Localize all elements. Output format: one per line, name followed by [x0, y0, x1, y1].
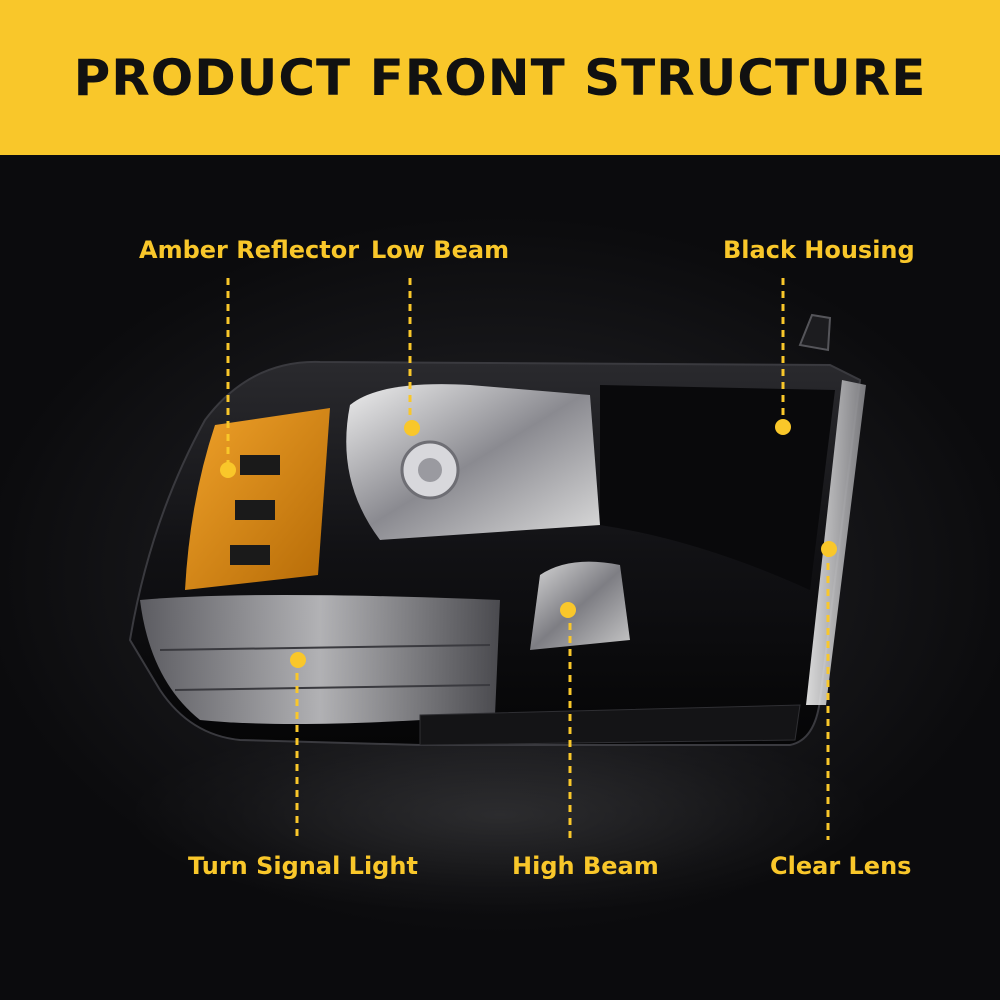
turn-lens-ridge-2 [174, 684, 491, 691]
label-amber-reflector: Amber Reflector [139, 236, 360, 264]
mounting-bracket [798, 313, 832, 352]
low-beam-dot [404, 420, 420, 436]
amber-reflector-dot [220, 462, 236, 478]
high-beam-reflector [530, 561, 630, 650]
title-banner: PRODUCT FRONT STRUCTURE [0, 0, 1000, 155]
floor-reflection [120, 715, 880, 915]
callout-lines [226, 278, 830, 840]
high-beam-dot [560, 602, 576, 618]
clear-lens-dot [821, 541, 837, 557]
clear-lens-strip [806, 380, 866, 705]
black-housing-dot [775, 419, 791, 435]
amber-notch-2 [235, 500, 275, 520]
low-beam-bulb-core [418, 458, 442, 482]
label-high-beam: High Beam [512, 852, 659, 880]
low-beam-reflector [346, 384, 600, 540]
turn-signal-dot [290, 652, 306, 668]
bottom-trim [419, 704, 801, 746]
page-title: PRODUCT FRONT STRUCTURE [73, 48, 927, 107]
label-low-beam: Low Beam [371, 236, 510, 264]
label-black-housing: Black Housing [723, 236, 915, 264]
label-turn-signal-light: Turn Signal Light [188, 852, 418, 880]
amber-reflector-shape [185, 408, 330, 590]
turn-signal-lens [140, 595, 500, 724]
label-clear-lens: Clear Lens [770, 852, 912, 880]
black-panel [600, 385, 835, 590]
turn-lens-ridge [159, 644, 491, 651]
amber-notch-1 [240, 455, 280, 475]
callout-dots [220, 419, 837, 668]
amber-notch-3 [230, 545, 270, 565]
